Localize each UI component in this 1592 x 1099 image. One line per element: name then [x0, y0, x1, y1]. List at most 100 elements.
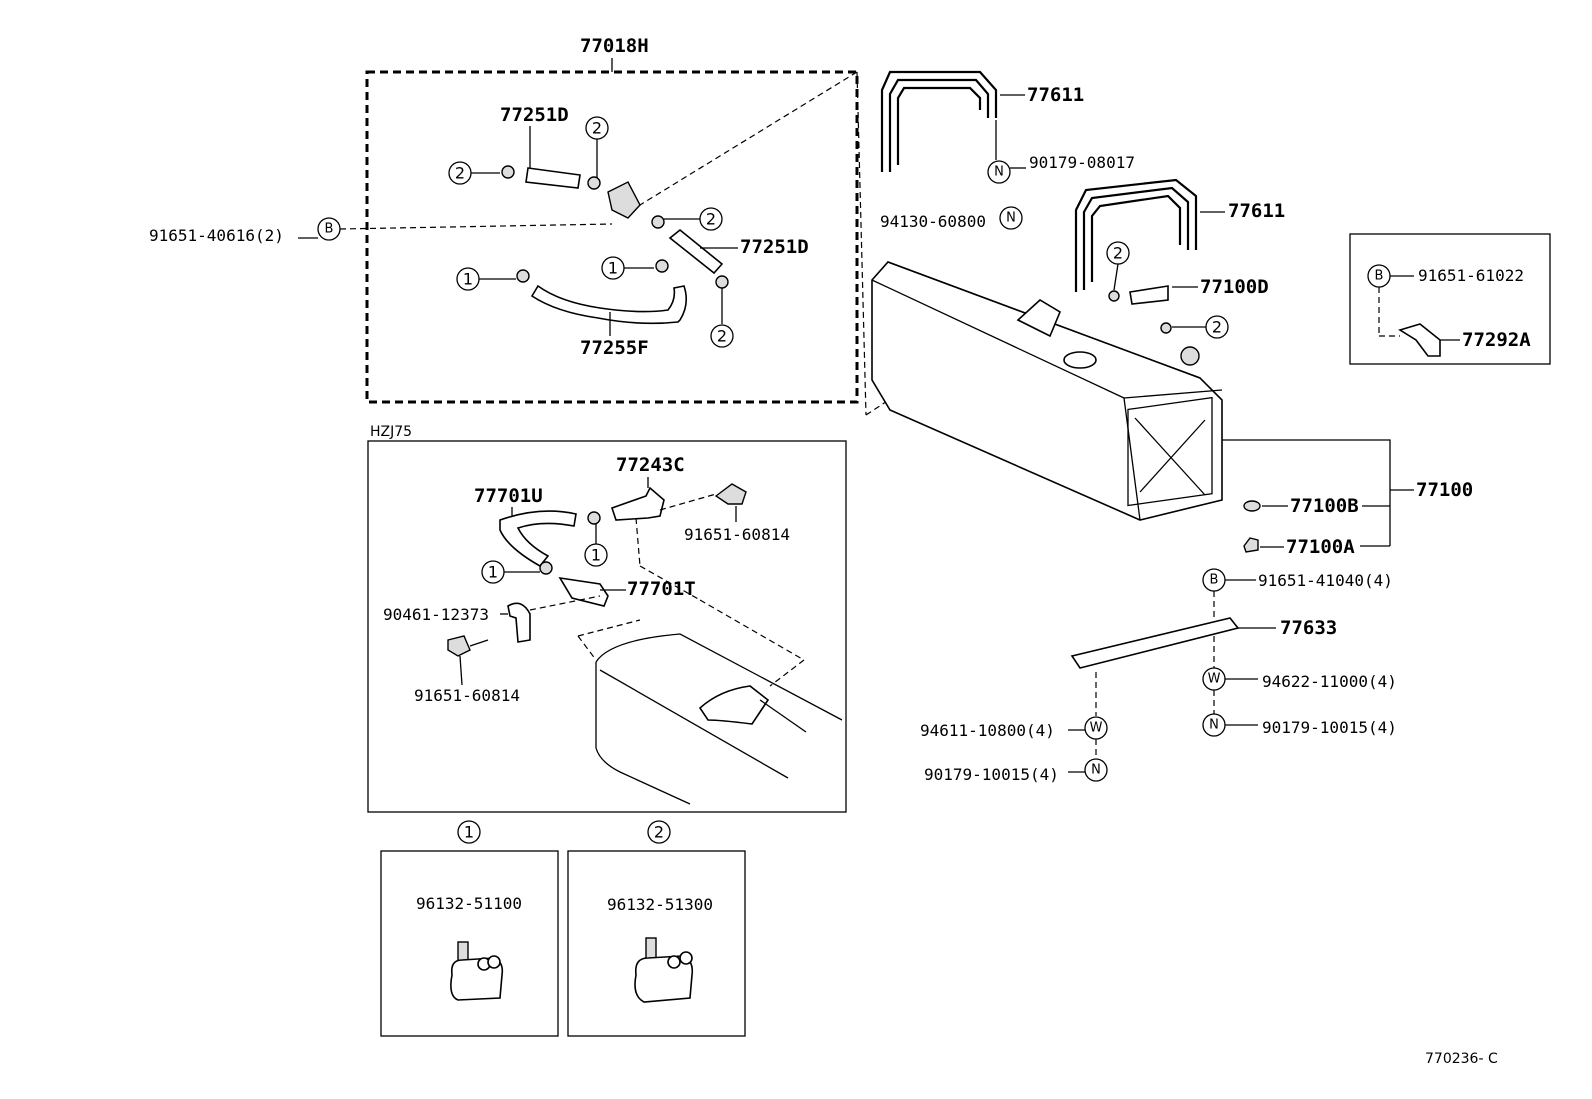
part-91651-60814-bottom-label[interactable]: 91651-60814	[414, 686, 520, 705]
bolt-91651-60814-bottom[interactable]	[447, 635, 471, 657]
svg-text:W: W	[1208, 672, 1221, 687]
clip-detail-2-box	[567, 850, 746, 1037]
bracket-77292A[interactable]	[1398, 323, 1441, 357]
fuel-tank-group: 77100 77100B 77100A	[871, 261, 1473, 558]
band-77611-left-group: 77611 N 90179-08017 94130-60800 N	[880, 70, 1135, 231]
svg-text:B: B	[1210, 573, 1219, 588]
filter-77701T[interactable]	[558, 576, 609, 607]
svg-text:1: 1	[463, 270, 473, 289]
svg-text:B: B	[1375, 269, 1384, 284]
callout-2-f	[1205, 315, 1229, 339]
clip-1-b	[655, 259, 669, 273]
svg-text:2: 2	[455, 164, 465, 183]
part-94130-60800-label[interactable]: 94130-60800	[880, 212, 986, 231]
callout-N-b	[999, 206, 1023, 230]
clip-2-a	[501, 165, 515, 179]
svg-text:1: 1	[464, 823, 474, 842]
clip-2-e	[1108, 290, 1120, 302]
clip-2-b	[587, 176, 601, 190]
svg-text:1: 1	[488, 563, 498, 582]
clamp-90461-12373[interactable]	[507, 602, 531, 643]
part-77251D-right-label[interactable]: 77251D	[740, 236, 809, 258]
part-77633-label[interactable]: 77633	[1280, 617, 1337, 639]
part-90461-12373-label[interactable]: 90461-12373	[383, 605, 489, 624]
callout-N-a	[987, 160, 1011, 184]
bracket-77292A-box	[1349, 233, 1551, 365]
svg-text:B: B	[325, 222, 334, 237]
callout-2-d	[710, 324, 734, 348]
part-90179-08017-label[interactable]: 90179-08017	[1029, 153, 1135, 172]
part-94622-11000-label[interactable]: 94622-11000(4)	[1262, 672, 1397, 691]
part-77611-left-label[interactable]: 77611	[1027, 84, 1084, 106]
svg-text:2: 2	[706, 210, 716, 229]
part-77100B[interactable]	[1243, 500, 1261, 512]
part-77018H-label[interactable]: 77018H	[580, 35, 649, 57]
svg-text:1: 1	[591, 546, 601, 565]
svg-text:2: 2	[1113, 244, 1123, 263]
part-77100D-label[interactable]: 77100D	[1200, 276, 1269, 298]
band-77611-right-group: 77611 2 77100D 2	[1074, 178, 1285, 339]
hzj75-group: HZJ75 77243C 77701U 1 91651-60814 1 7770…	[367, 424, 847, 813]
fuel-tank-77100[interactable]	[871, 261, 1223, 521]
part-77255F-label[interactable]: 77255F	[580, 337, 649, 359]
part-77701U-label[interactable]: 77701U	[474, 485, 543, 507]
svg-text:2: 2	[654, 823, 664, 842]
part-91651-40616-label[interactable]: 91651-40616(2)	[149, 226, 284, 245]
clip-96132-51100[interactable]	[450, 941, 504, 1001]
hose-77251D-top[interactable]	[525, 167, 581, 189]
hose-77251D-right[interactable]	[668, 228, 724, 275]
callout-2-c	[699, 207, 723, 231]
svg-text:W: W	[1090, 721, 1103, 736]
bracket-77633[interactable]	[1070, 617, 1240, 669]
part-77100A[interactable]	[1243, 537, 1259, 553]
part-96132-51100-label[interactable]: 96132-51100	[416, 894, 522, 913]
svg-text:2: 2	[717, 327, 727, 346]
tank-fitting-hzj75	[698, 685, 770, 725]
model-label-hzj75: HZJ75	[370, 424, 412, 440]
svg-text:N: N	[1006, 211, 1016, 226]
part-77100-label[interactable]: 77100	[1416, 479, 1473, 501]
clip-2-c	[651, 215, 665, 229]
figure-id: 770236- C	[1425, 1051, 1498, 1067]
clip-detail-1-box	[380, 850, 559, 1037]
part-91651-41040-label[interactable]: 91651-41040(4)	[1258, 571, 1393, 590]
part-77100A-label[interactable]: 77100A	[1286, 536, 1355, 558]
hose-77100D[interactable]	[1129, 285, 1169, 305]
clip-2-d	[715, 275, 729, 289]
kit-77018H-group: 77018H 77251D 2 2 91651-40616(2) B 2	[149, 35, 1011, 416]
clip-1-d	[539, 561, 553, 575]
part-94611-10800-label[interactable]: 94611-10800(4)	[920, 721, 1055, 740]
svg-text:1: 1	[608, 259, 618, 278]
band-77611-left[interactable]	[880, 70, 998, 172]
hose-77255F[interactable]	[530, 284, 688, 325]
part-91651-61022-label[interactable]: 91651-61022	[1418, 266, 1524, 285]
part-77292A-label[interactable]: 77292A	[1462, 329, 1531, 351]
svg-text:N: N	[994, 165, 1004, 180]
part-77611-right-label[interactable]: 77611	[1228, 200, 1285, 222]
bracket-77633-group: B 91651-41040(4) 77633 W 94622-11000(4) …	[920, 568, 1397, 784]
part-77243C-label[interactable]: 77243C	[616, 454, 685, 476]
clip-1-a	[516, 269, 530, 283]
kit-77018H-box	[365, 70, 859, 404]
part-77251D-top-label[interactable]: 77251D	[500, 104, 569, 126]
hzj75-box	[367, 440, 847, 813]
svg-text:2: 2	[1212, 318, 1222, 337]
part-91651-60814-top-label[interactable]: 91651-60814	[684, 525, 790, 544]
pipe-77243C[interactable]	[610, 486, 665, 521]
svg-text:2: 2	[592, 119, 602, 138]
band-77611-right[interactable]	[1074, 178, 1198, 292]
svg-text:N: N	[1091, 763, 1101, 778]
part-90179-10015-left-label[interactable]: 90179-10015(4)	[924, 765, 1059, 784]
clip-1-c	[587, 511, 601, 525]
hose-77701U[interactable]	[499, 510, 577, 568]
callout-N-d	[1084, 758, 1108, 782]
part-96132-51300-label[interactable]: 96132-51300	[607, 895, 713, 914]
part-77701T-label[interactable]: 77701T	[627, 578, 696, 600]
part-90179-10015-right-label[interactable]: 90179-10015(4)	[1262, 718, 1397, 737]
bolt-91651-60814-top[interactable]	[714, 483, 747, 505]
clip-96132-51300[interactable]	[634, 937, 694, 1003]
part-77100B-label[interactable]: 77100B	[1290, 495, 1359, 517]
fuel-fitting[interactable]	[607, 181, 641, 219]
callout-2-detail	[647, 820, 671, 844]
